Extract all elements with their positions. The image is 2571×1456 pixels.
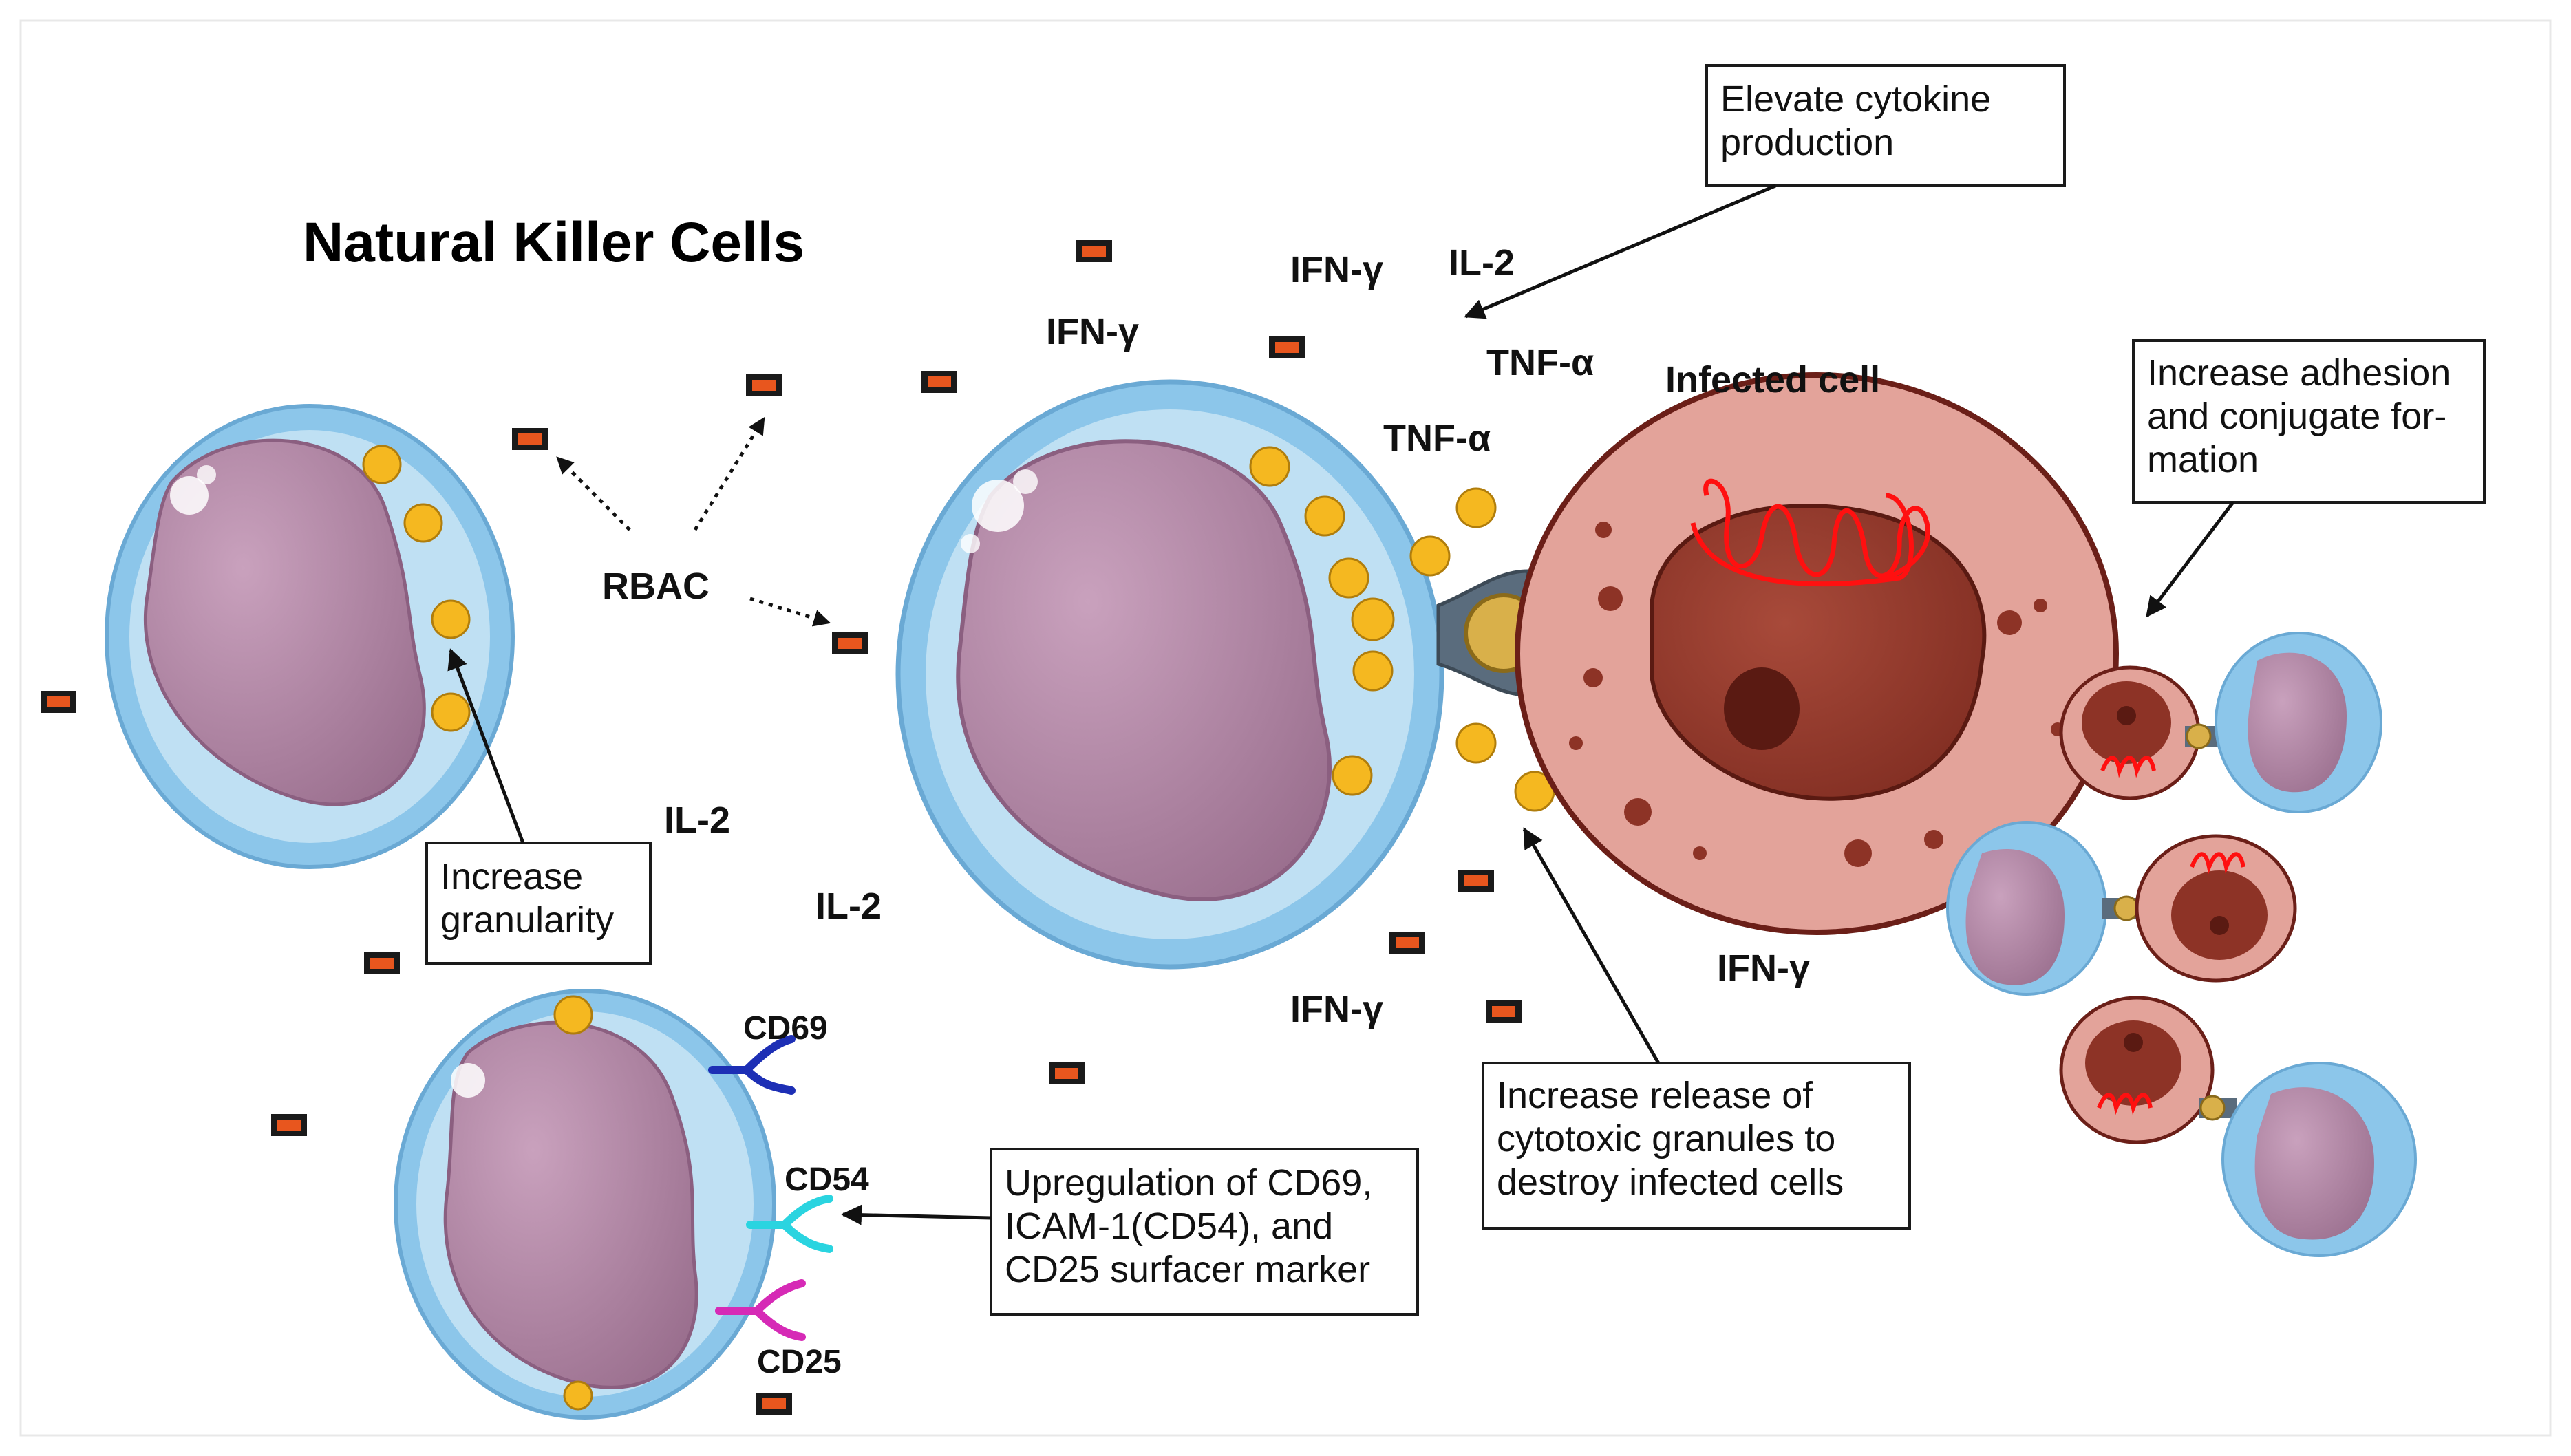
arrow-upregulation: [841, 1204, 992, 1225]
rbac-particle-core: [1464, 875, 1488, 886]
released-granule: [1409, 487, 1555, 812]
rbac-particle-core: [1055, 1068, 1078, 1079]
svg-text:and conjugate for-: and conjugate for-: [2147, 396, 2446, 437]
rbac-particle-core: [752, 380, 776, 391]
infected-cell: [1515, 372, 2119, 935]
arrow-release: [1522, 827, 1661, 1064]
svg-text:CD25 surfacer marker: CD25 surfacer marker: [1005, 1249, 1370, 1290]
rbac-particles: [41, 240, 1522, 1415]
il2-label: IL-2: [664, 800, 730, 841]
conjugate-2: [1946, 821, 2297, 996]
nk-cell-activated-markers: [394, 989, 833, 1420]
svg-text:granularity: granularity: [440, 899, 614, 941]
svg-text:destroy infected cells: destroy infected cells: [1497, 1161, 1844, 1203]
infected-cell-label: Infected cell: [1665, 359, 1880, 400]
rbac-arrows: [556, 416, 831, 627]
nk-cell-resting: [105, 404, 515, 869]
granule: [362, 445, 471, 732]
conjugate-3: [2059, 996, 2417, 1257]
rbac-particle-core: [370, 958, 394, 969]
arrow-adhesion: [2146, 501, 2234, 618]
er-structure: [1690, 478, 1930, 587]
granule: [553, 995, 593, 1411]
svg-text:Elevate cytokine: Elevate cytokine: [1720, 78, 1991, 120]
svg-text:ICAM-1(CD54), and: ICAM-1(CD54), and: [1005, 1206, 1333, 1247]
svg-text:mation: mation: [2147, 439, 2259, 480]
rbac-particle-core: [762, 1398, 786, 1409]
rbac-particle-core: [1275, 342, 1299, 353]
rbac-particle-core: [1082, 246, 1106, 257]
ifn-gamma-label: IFN-γ: [1290, 989, 1383, 1030]
rbac-particle-core: [277, 1120, 301, 1131]
rbac-label: RBAC: [602, 566, 710, 607]
ifn-gamma-label: IFN-γ: [1046, 311, 1139, 352]
callout-adhesion: Increase adhesion and conjugate for- mat…: [2132, 339, 2486, 504]
granule: [1249, 446, 1395, 796]
diagram-title: Natural Killer Cells: [303, 211, 804, 274]
nk-cell-large: [895, 379, 1444, 970]
arrow-granularity: [447, 648, 525, 844]
rbac-particle-core: [928, 376, 951, 387]
callout-upregulation: Upregulation of CD69, ICAM-1(CD54), and …: [990, 1148, 1419, 1316]
ifn-gamma-label: IFN-γ: [1290, 249, 1383, 290]
callout-granularity: Increase granularity: [425, 842, 652, 965]
svg-text:Upregulation of CD69,: Upregulation of CD69,: [1005, 1162, 1372, 1203]
frame: [19, 19, 2552, 1437]
rbac-particle-core: [47, 696, 70, 707]
il2-label: IL-2: [815, 886, 882, 927]
cd69-receptor: [708, 1035, 796, 1095]
il2-label: IL-2: [1449, 242, 1515, 283]
cd25-receptor: [715, 1279, 806, 1341]
cd54-receptor: [746, 1195, 833, 1253]
ifn-gamma-label: IFN-γ: [1717, 948, 1810, 989]
arrow-cytokine: [1464, 184, 1776, 319]
svg-text:production: production: [1720, 122, 1894, 163]
callout-release: Increase release of cytotoxic granules t…: [1482, 1062, 1911, 1230]
cd25-label: CD25: [757, 1344, 842, 1380]
svg-text:cytotoxic granules to: cytotoxic granules to: [1497, 1118, 1835, 1159]
rbac-particle-core: [838, 638, 862, 649]
rbac-particle-core: [1492, 1006, 1515, 1017]
svg-text:Increase adhesion: Increase adhesion: [2147, 352, 2451, 394]
cd54-label: CD54: [785, 1161, 869, 1198]
tnf-alpha-label: TNF-α: [1383, 418, 1491, 459]
cd69-label: CD69: [743, 1010, 828, 1047]
svg-text:Increase: Increase: [440, 856, 583, 897]
rbac-particle-core: [518, 433, 542, 445]
callout-cytokine: Elevate cytokine production: [1705, 64, 2066, 187]
rbac-particle-core: [1396, 937, 1419, 948]
svg-text:Increase release of: Increase release of: [1497, 1075, 1813, 1116]
conjugate-1: [2059, 632, 2382, 813]
tnf-alpha-label: TNF-α: [1486, 342, 1594, 383]
